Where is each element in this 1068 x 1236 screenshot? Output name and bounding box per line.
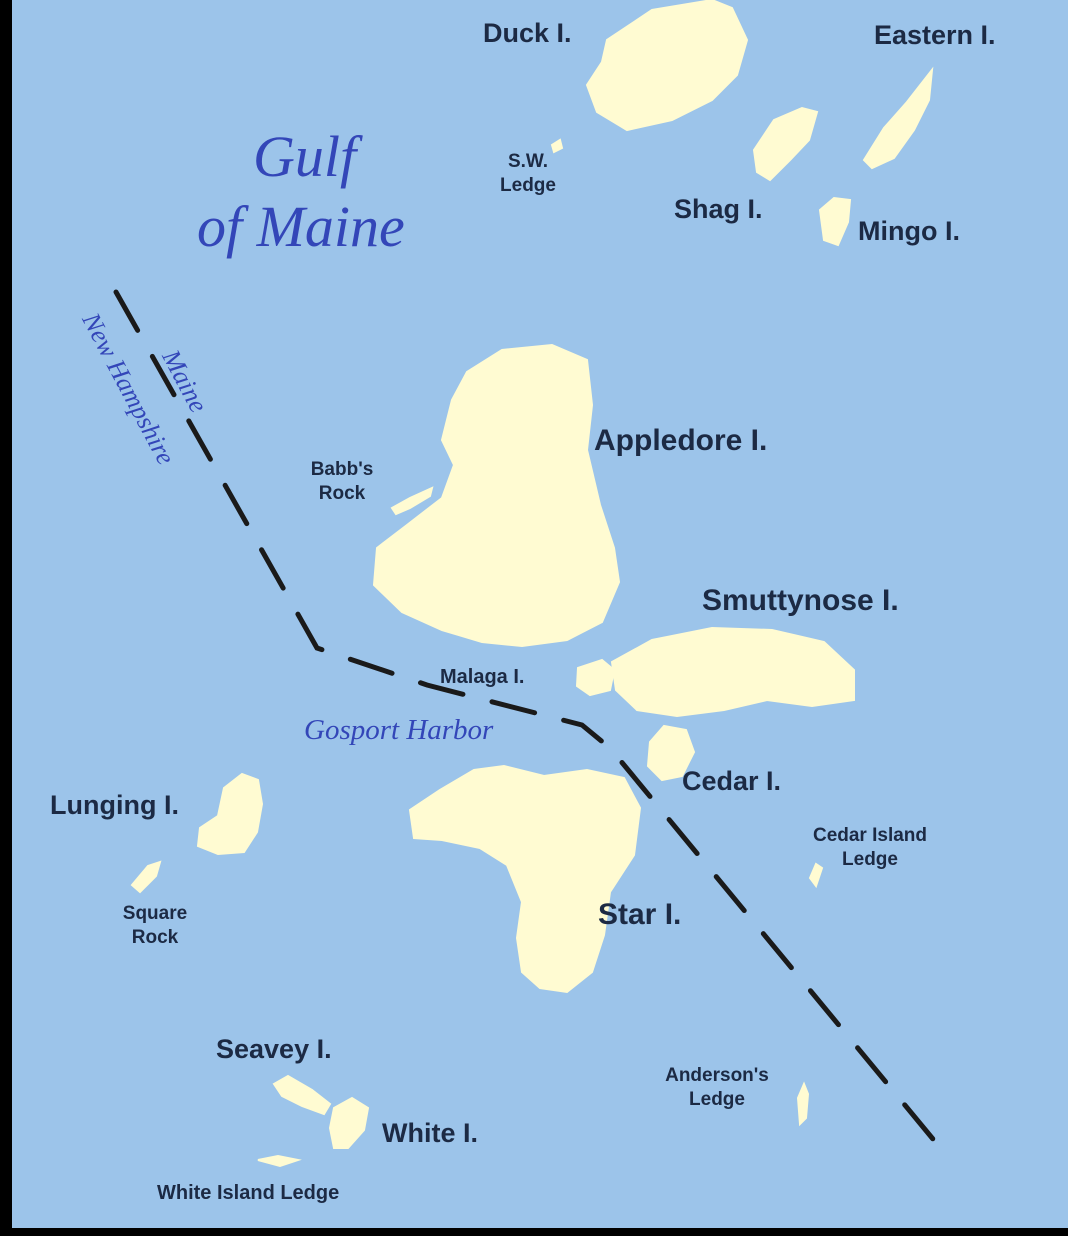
babbs-rock-line-1: Babb's — [310, 459, 374, 480]
gulf-line-2: of Maine — [197, 194, 405, 259]
map-canvas: Gulf of Maine Gosport Harbor Maine New H… — [12, 0, 1068, 1228]
square-rock — [130, 860, 162, 894]
white-island — [328, 1096, 370, 1149]
square-rock-line-1: Square — [122, 903, 188, 924]
babbs-rock-line-2: Rock — [318, 483, 366, 504]
cedar-island — [646, 724, 696, 782]
square-rock-line-2: Rock — [131, 927, 179, 948]
andersons-ledge-label: Anderson's Ledge — [642, 1064, 792, 1112]
star-island — [408, 764, 642, 994]
duck-island — [585, 0, 749, 132]
star-island-label: Star I. — [598, 898, 682, 931]
babbs-rock — [390, 486, 434, 516]
gosport-harbor-label: Gosport Harbor — [304, 714, 494, 746]
eastern-island — [862, 66, 934, 170]
eastern-island-label: Eastern I. — [874, 20, 996, 50]
cedar-island-ledge-label: Cedar Island Ledge — [780, 824, 960, 872]
gulf-line-1: Gulf — [253, 124, 357, 189]
square-rock-label: Square Rock — [110, 902, 200, 950]
seavey-island — [272, 1074, 332, 1116]
shag-island-label: Shag I. — [674, 194, 763, 224]
lunging-island — [196, 772, 264, 856]
lunging-island-label: Lunging I. — [50, 790, 179, 820]
malaga-island-label: Malaga I. — [440, 666, 525, 688]
mingo-island-label: Mingo I. — [858, 216, 960, 246]
sw-ledge-line-1: S.W. — [507, 151, 549, 172]
shag-island — [752, 106, 819, 182]
appledore-island — [372, 343, 621, 648]
white-island-ledge — [257, 1154, 302, 1168]
cedar-island-ledge — [808, 862, 824, 889]
cedar-ledge-line-2: Ledge — [842, 849, 898, 870]
andersons-ledge — [796, 1081, 810, 1127]
cedar-ledge-line-1: Cedar Island — [812, 825, 928, 846]
white-island-ledge-label: White Island Ledge — [157, 1182, 340, 1204]
sw-ledge-label: S.W. Ledge — [488, 150, 568, 198]
appledore-island-label: Appledore I. — [594, 424, 768, 457]
duck-island-label: Duck I. — [483, 18, 572, 48]
map-shapes — [113, 0, 945, 1168]
sw-ledge-line-2: Ledge — [500, 175, 556, 196]
andersons-ledge-line-1: Anderson's — [665, 1065, 769, 1086]
white-island-label: White I. — [382, 1118, 478, 1148]
babbs-rock-label: Babb's Rock — [302, 458, 382, 506]
mingo-island — [818, 196, 852, 247]
gulf-of-maine-label: Gulf of Maine — [197, 122, 457, 262]
state-boundary-line — [113, 289, 945, 1153]
seavey-island-label: Seavey I. — [216, 1034, 332, 1064]
andersons-ledge-line-2: Ledge — [689, 1089, 745, 1110]
sw-ledge — [550, 138, 564, 154]
cedar-island-label: Cedar I. — [682, 766, 782, 796]
smuttynose-island-label: Smuttynose I. — [702, 584, 899, 617]
malaga-island — [575, 658, 616, 697]
smuttynose-island — [610, 626, 855, 718]
